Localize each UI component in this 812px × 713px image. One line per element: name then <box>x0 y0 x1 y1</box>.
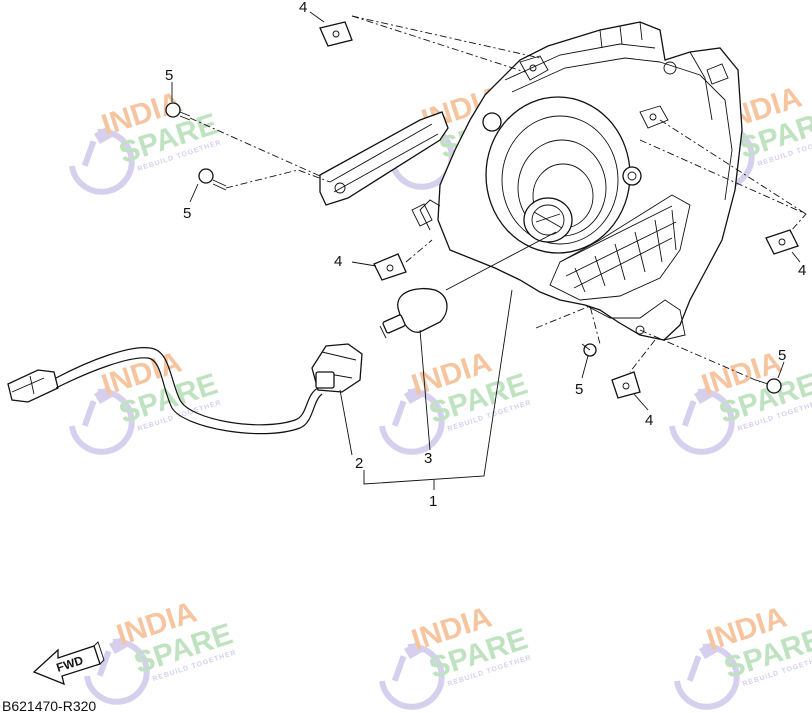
screw-5a <box>165 102 191 121</box>
headlight-bulb <box>379 287 448 339</box>
part-label-5: 5 <box>183 205 191 222</box>
leader-lines <box>171 11 807 490</box>
watermark-9: INDIA SPARE REBUILD TOGETHER <box>677 601 812 707</box>
watermark-5: INDIA SPARE REBUILD TOGETHER <box>382 346 533 452</box>
screw-5b <box>198 168 227 191</box>
diagram-reference-code: B621470-R320 <box>2 698 96 713</box>
clip-nut-4a <box>319 21 353 47</box>
watermark-8: INDIA SPARE REBUILD TOGETHER <box>382 601 533 707</box>
part-label-4: 4 <box>334 253 342 270</box>
part-label-5: 5 <box>778 347 786 364</box>
part-label-4: 4 <box>645 412 653 429</box>
screw-5d <box>755 378 782 394</box>
forward-arrow: FWD <box>32 641 105 686</box>
part-label-4: 4 <box>798 262 806 279</box>
clip-nut-4d <box>611 371 641 399</box>
part-label-2: 2 <box>355 455 363 472</box>
mounting-bracket-left <box>319 111 449 231</box>
part-label-3: 3 <box>424 450 432 467</box>
part-labels: 4 5 5 4 4 5 5 4 2 3 1 <box>165 0 806 510</box>
part-label-1: 1 <box>429 493 437 510</box>
clip-nut-4c <box>765 229 799 255</box>
part-label-4: 4 <box>299 0 307 16</box>
screw-5c <box>581 343 597 357</box>
clip-nut-4b <box>373 253 407 281</box>
part-label-5: 5 <box>165 67 173 84</box>
watermark-4: INDIA SPARE REBUILD TOGETHER <box>72 346 223 452</box>
headlight-housing <box>437 21 743 341</box>
part-label-5: 5 <box>575 381 583 398</box>
socket-cord-assembly <box>7 343 363 435</box>
watermark-6: INDIA SPARE REBUILD TOGETHER <box>672 346 812 452</box>
watermark-7: INDIA SPARE REBUILD TOGETHER <box>87 596 238 702</box>
